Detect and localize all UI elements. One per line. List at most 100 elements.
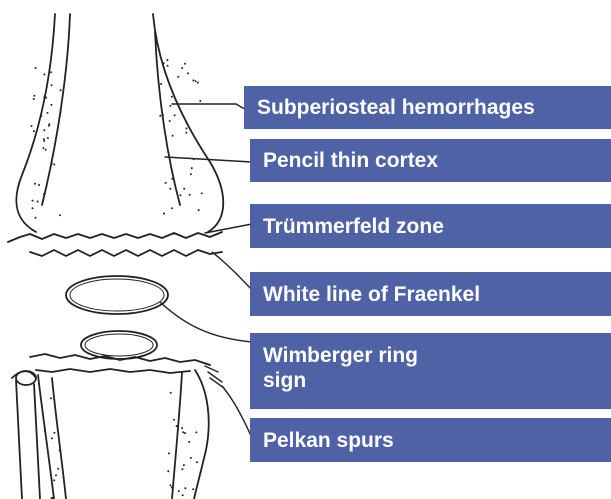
lower-bone-inner-right bbox=[172, 372, 182, 499]
leader-fraenkel bbox=[212, 252, 252, 290]
leader-subperiosteal bbox=[172, 104, 250, 112]
stipple-dot bbox=[181, 427, 183, 429]
upper-bone-outer-left bbox=[16, 14, 55, 232]
stipple-dot bbox=[171, 96, 173, 98]
stipple-dot bbox=[55, 474, 57, 476]
stipple-dot bbox=[60, 89, 62, 91]
small-bone-left bbox=[12, 371, 40, 499]
stipple-dot bbox=[170, 392, 172, 394]
stipple-dot bbox=[51, 84, 53, 86]
stipple-dot bbox=[192, 79, 194, 81]
stipple-dot bbox=[38, 184, 40, 186]
stipple-dot bbox=[160, 83, 162, 85]
stipple-dot bbox=[189, 194, 191, 196]
upper-bone-inner-left bbox=[42, 14, 70, 205]
stipple-dot bbox=[176, 425, 178, 427]
stipple-dot bbox=[190, 457, 192, 459]
stipple-dot bbox=[50, 397, 52, 399]
stipple-dot bbox=[170, 484, 172, 486]
stipple-dot bbox=[33, 98, 35, 100]
stipple-dot bbox=[48, 123, 50, 125]
label-subperiosteal-hemorrhages: Subperiosteal hemorrhages bbox=[244, 86, 611, 129]
stipple-dot bbox=[174, 114, 176, 116]
stipple-dot bbox=[35, 217, 37, 219]
stipple-dot bbox=[33, 95, 35, 97]
stipple-dot bbox=[162, 114, 164, 116]
upper-bone-inner-right bbox=[155, 32, 180, 205]
label-white-line-of-fraenkel: White line of Fraenkel bbox=[250, 272, 611, 316]
stipple-dot bbox=[183, 188, 185, 190]
stipple-dot bbox=[40, 115, 42, 117]
stipple-dot bbox=[173, 419, 175, 421]
label-text: Wimberger ring sign bbox=[263, 343, 463, 393]
stipple-dot bbox=[31, 125, 33, 127]
stipple-dot bbox=[57, 468, 59, 470]
stipple-dot bbox=[53, 479, 55, 481]
stipple-dot bbox=[177, 76, 179, 78]
stipple-dot bbox=[191, 167, 193, 169]
label-text: Pelkan spurs bbox=[263, 428, 394, 453]
label-text: White line of Fraenkel bbox=[263, 282, 480, 307]
stipple-dot bbox=[197, 82, 199, 84]
label-pelkan-spurs: Pelkan spurs bbox=[250, 418, 611, 462]
stipple-dot bbox=[167, 65, 169, 67]
stipple-dot bbox=[47, 137, 49, 139]
label-wimberger-ring-sign: Wimberger ring sign bbox=[250, 333, 611, 409]
stipple-dot bbox=[181, 468, 183, 470]
stipple-dot bbox=[51, 104, 53, 106]
stipple-dot bbox=[201, 192, 203, 194]
stipple-dot bbox=[184, 63, 186, 65]
label-pencil-thin-cortex: Pencil thin cortex bbox=[250, 139, 611, 182]
small-bone-head bbox=[16, 371, 36, 385]
stipple-dot bbox=[185, 127, 187, 129]
stipple-dot bbox=[183, 464, 185, 466]
stipple-dot bbox=[185, 132, 187, 134]
label-text: Pencil thin cortex bbox=[263, 148, 438, 173]
lower-bone-outer-left bbox=[38, 375, 54, 499]
stipple-dot bbox=[32, 200, 34, 202]
stipple-dot bbox=[43, 193, 45, 195]
epiphysis-ring-upper bbox=[66, 276, 168, 314]
stipple-dot bbox=[59, 450, 61, 452]
stipple-dot bbox=[180, 194, 182, 196]
stipple-dot bbox=[188, 441, 190, 443]
stipple-dot bbox=[169, 188, 171, 190]
stipple-dot bbox=[43, 129, 45, 131]
stipple-dot bbox=[168, 452, 170, 454]
epiphysis-ring-upper-inner bbox=[70, 279, 164, 311]
stipple-dot bbox=[192, 488, 194, 490]
stipple-dot bbox=[60, 111, 62, 113]
stipple-dot bbox=[165, 182, 167, 184]
stipple-dot bbox=[34, 183, 36, 185]
stipple-dot bbox=[43, 138, 45, 140]
stipple-dot bbox=[45, 149, 47, 151]
stipple-dot bbox=[190, 173, 192, 175]
stipple-dot bbox=[42, 147, 44, 149]
stipple-dot bbox=[47, 112, 49, 114]
stipple-dot bbox=[159, 115, 161, 117]
stipple-dot bbox=[196, 461, 198, 463]
stipple-dot bbox=[171, 207, 173, 209]
stipple-dot bbox=[53, 164, 55, 166]
stipple-dot bbox=[181, 67, 183, 69]
stipple-dot bbox=[44, 429, 46, 431]
stipple-dot bbox=[172, 135, 174, 137]
stipple-dot bbox=[33, 130, 35, 132]
stipple-dot bbox=[198, 209, 200, 211]
stipple-dot bbox=[171, 487, 173, 489]
stipple-dot bbox=[199, 100, 201, 102]
label-text: Subperiosteal hemorrhages bbox=[257, 95, 535, 120]
stipple-dot bbox=[43, 73, 45, 75]
stipple-dot bbox=[51, 163, 53, 165]
stipple-dot bbox=[193, 158, 195, 160]
stipple-dot bbox=[187, 72, 189, 74]
stipple-dot bbox=[178, 490, 180, 492]
pelkan-spur bbox=[205, 366, 224, 388]
stipple-dot bbox=[32, 207, 34, 209]
stipple-dot bbox=[163, 213, 165, 215]
stipple-dot bbox=[195, 431, 197, 433]
stipple-dot bbox=[35, 67, 37, 69]
stipple-dot bbox=[184, 432, 186, 434]
wimberger-ring-inner bbox=[85, 334, 153, 356]
